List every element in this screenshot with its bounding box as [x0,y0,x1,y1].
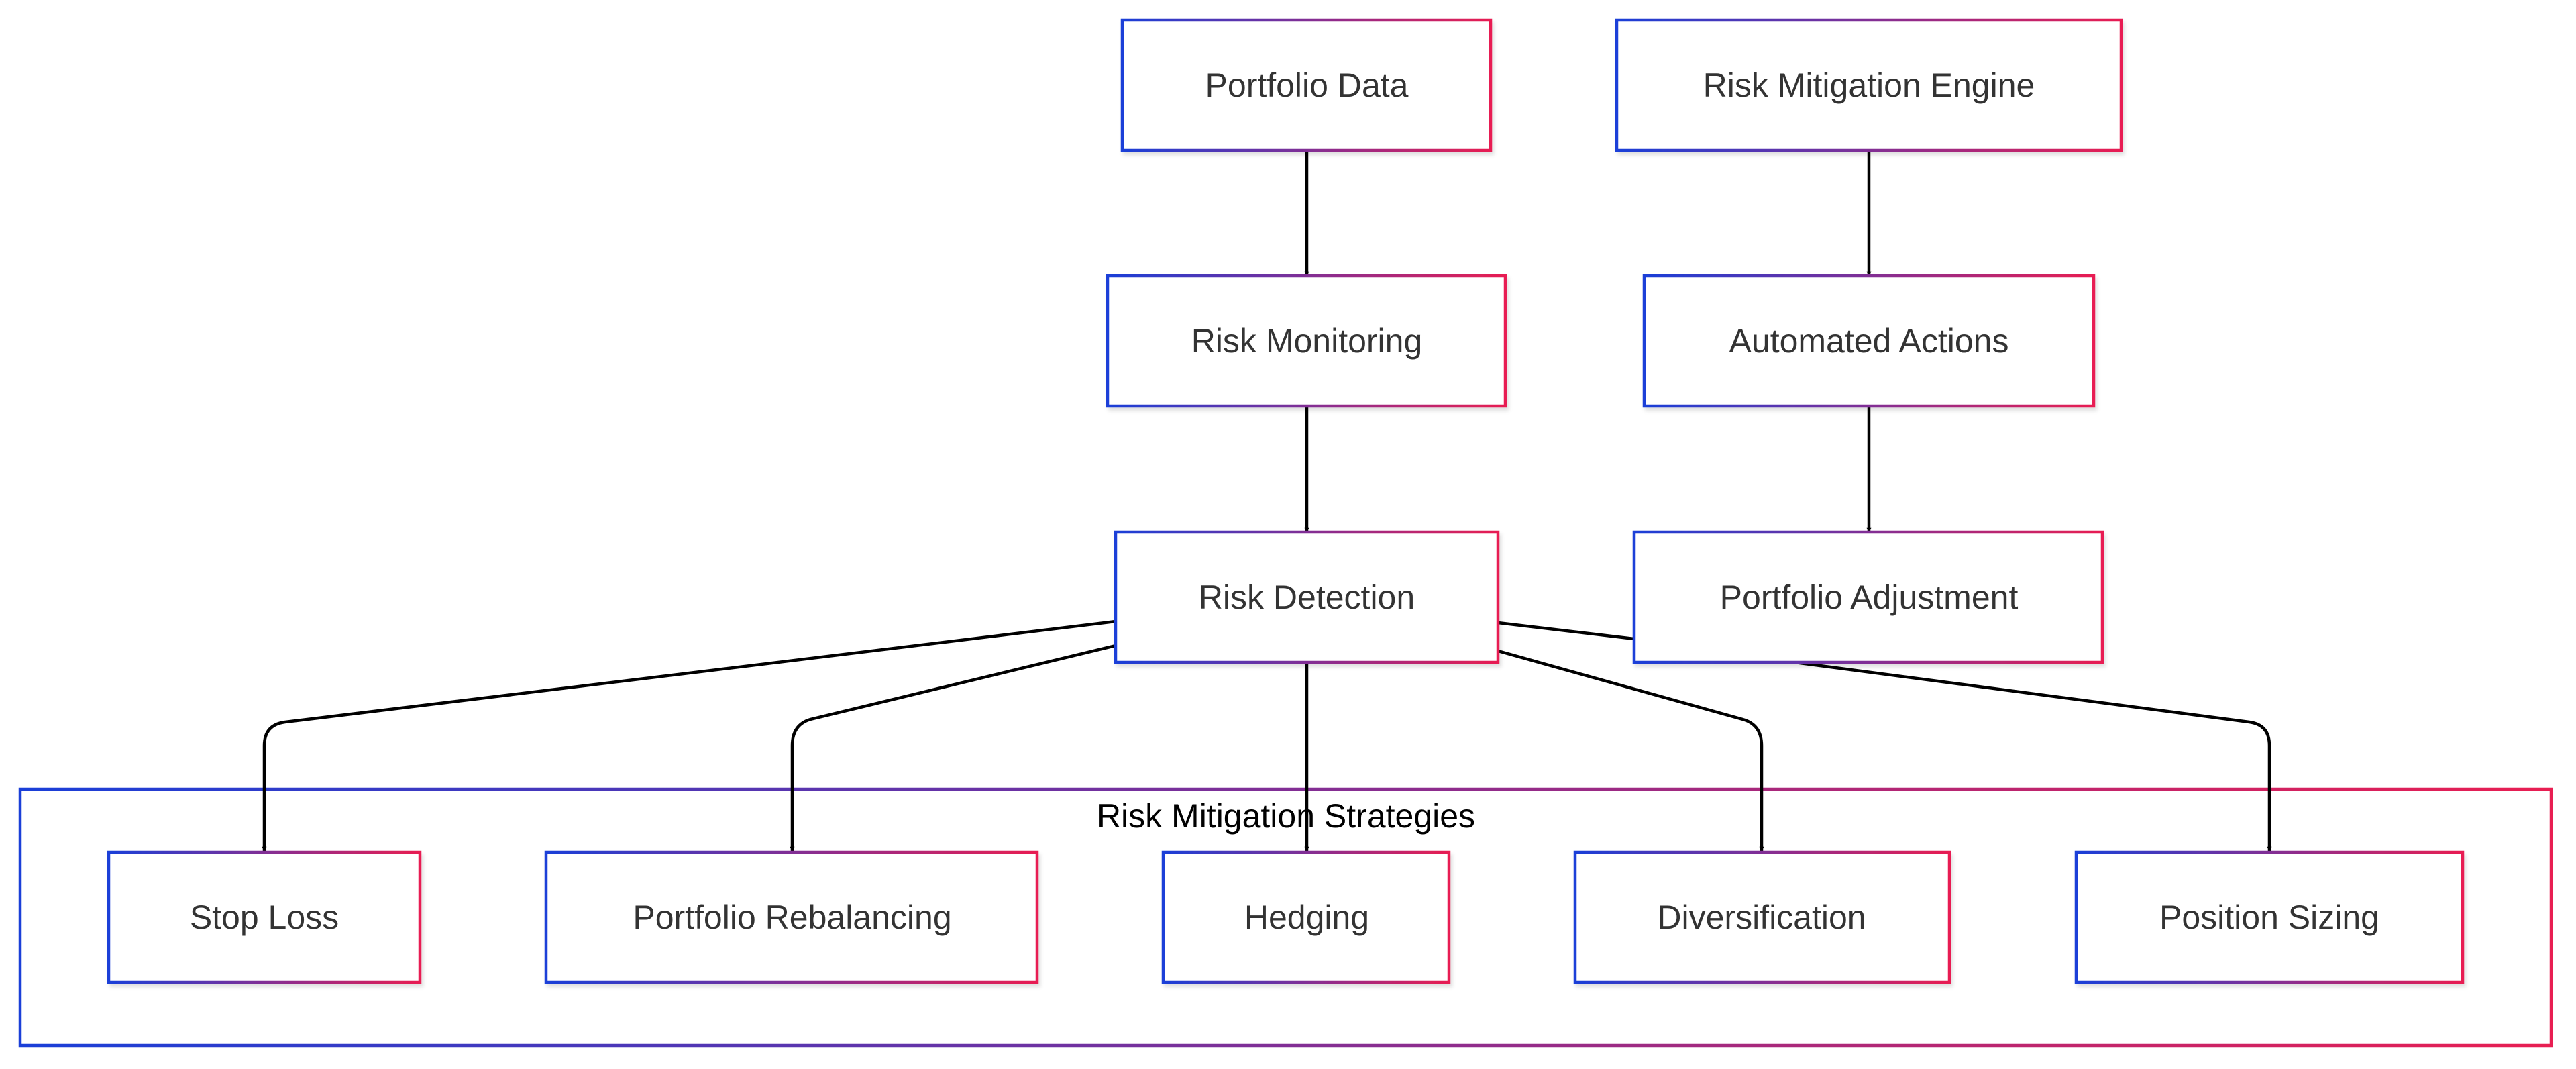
node-stop-loss[interactable]: Stop Loss [107,850,422,984]
node-label: Portfolio Rebalancing [633,899,951,936]
node-label: Portfolio Data [1205,66,1409,104]
node-box [1642,274,2096,408]
node-hedging[interactable]: Hedging [1161,850,1451,984]
node-box [1632,530,2104,664]
node-automated-actions[interactable]: Automated Actions [1642,274,2096,408]
node-diversification[interactable]: Diversification [1573,850,1951,984]
nodes-layer: Portfolio Data Risk Monitoring Risk Dete… [107,18,2465,984]
node-box [1120,18,1493,152]
edge-risk-detection-to-position-sizing [1497,621,2269,851]
node-label: Hedging [1244,899,1369,936]
node-label: Position Sizing [2159,899,2379,936]
edge-risk-detection-to-portfolio-rebalancing [790,644,1116,852]
node-box [1161,850,1451,984]
node-box [1615,18,2123,152]
node-box [1114,530,1500,664]
node-portfolio-adjustment[interactable]: Portfolio Adjustment [1632,530,2104,664]
node-box [544,850,1039,984]
node-label: Automated Actions [1729,322,2009,360]
node-box [1106,274,1507,408]
node-risk-detection[interactable]: Risk Detection [1114,530,1500,664]
node-position-sizing[interactable]: Position Sizing [2074,850,2465,984]
node-label: Risk Monitoring [1191,322,1423,360]
node-box [1573,850,1951,984]
node-label: Risk Mitigation Engine [1703,66,2035,104]
node-label: Stop Loss [190,899,339,936]
node-portfolio-rebalancing[interactable]: Portfolio Rebalancing [544,850,1039,984]
edge-risk-detection-to-diversification [1497,649,1764,852]
edge-risk-detection-to-stop-loss [262,619,1116,852]
cluster-label: Risk Mitigation Strategies [1097,797,1475,835]
edges-layer [262,150,2269,852]
node-label: Risk Detection [1199,578,1415,616]
node-risk-mitigation-engine[interactable]: Risk Mitigation Engine [1615,18,2123,152]
node-box [2074,850,2465,984]
node-portfolio-data[interactable]: Portfolio Data [1120,18,1493,152]
node-label: Diversification [1657,899,1866,936]
node-label: Portfolio Adjustment [1720,578,2019,616]
node-risk-monitoring[interactable]: Risk Monitoring [1106,274,1507,408]
node-box [107,850,422,984]
